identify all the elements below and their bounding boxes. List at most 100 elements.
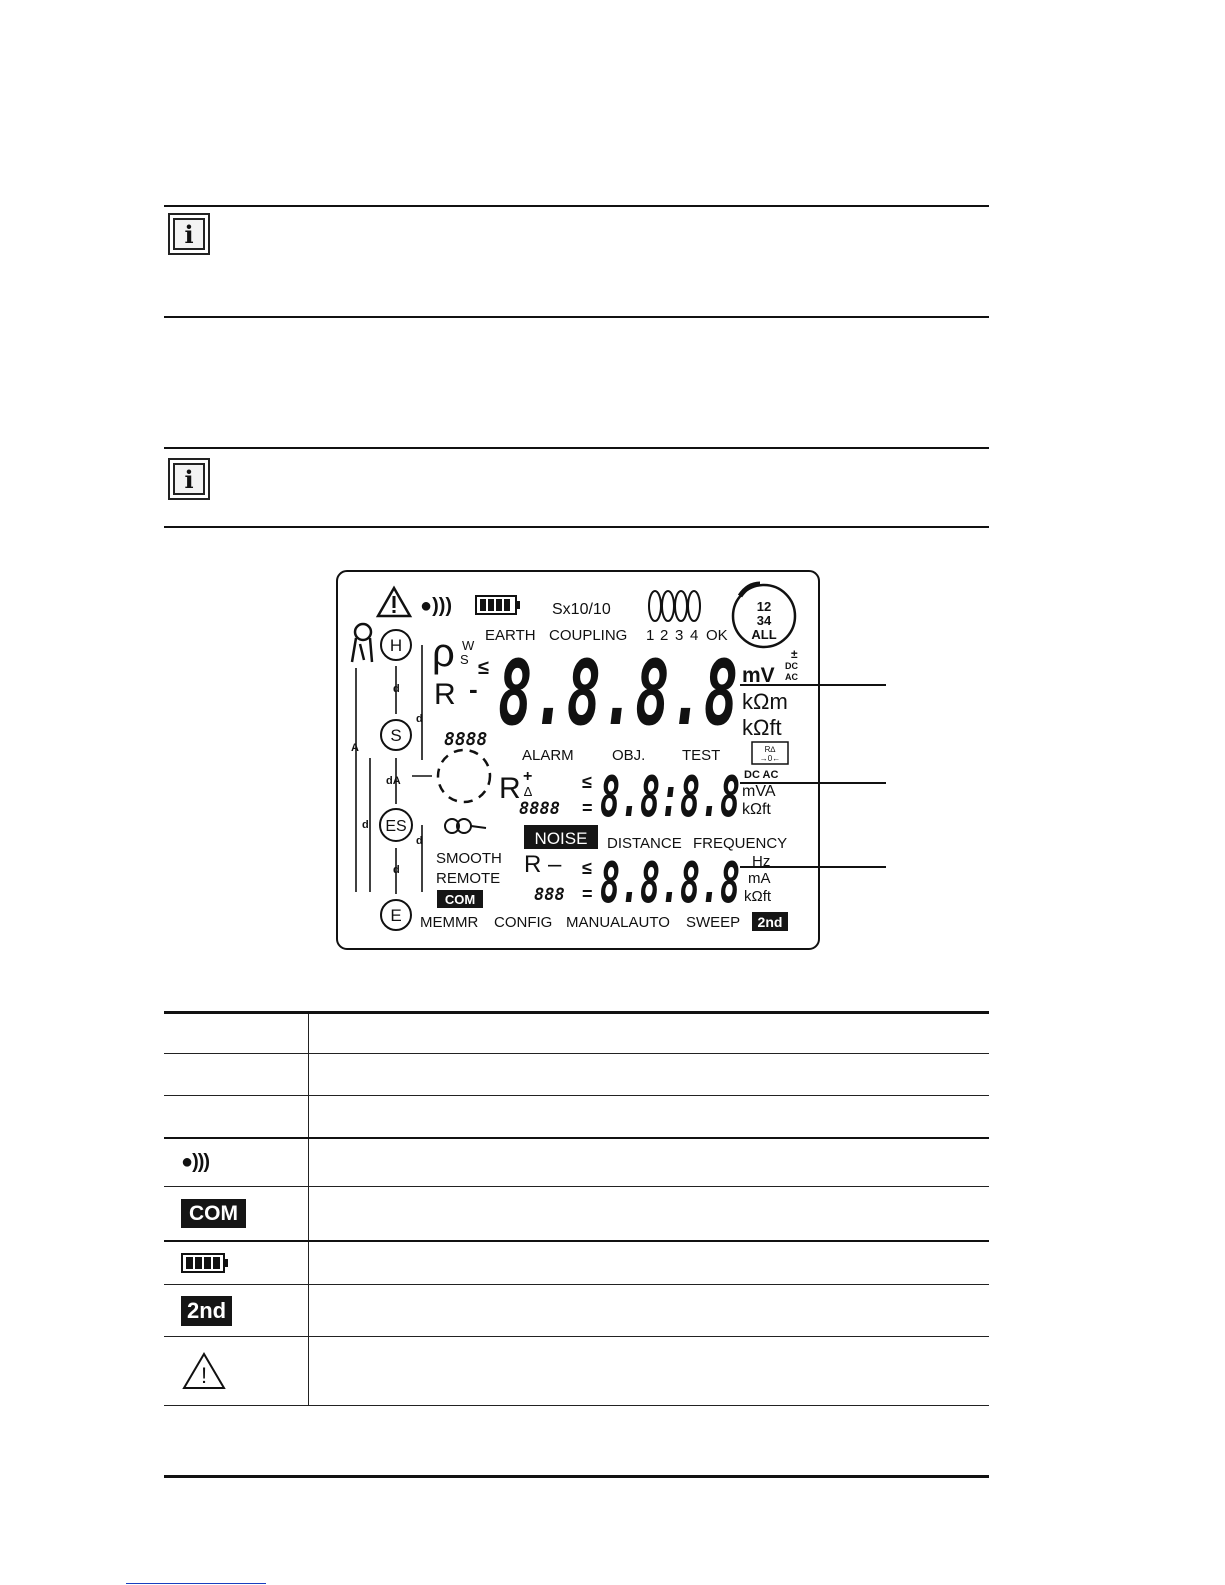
le-symbol-mid: ≤ bbox=[582, 772, 592, 792]
unit-kohm-m: kΩm bbox=[742, 689, 788, 714]
rule-1 bbox=[164, 205, 989, 207]
r-delta-symbol: R bbox=[499, 772, 521, 805]
label-config: CONFIG bbox=[494, 914, 552, 931]
bot-digits: 8.8.8.8 bbox=[600, 851, 740, 916]
second-badge-lcd bbox=[752, 912, 788, 931]
svg-text:H: H bbox=[390, 636, 402, 655]
label-smooth: SMOOTH bbox=[436, 850, 502, 867]
le-symbol: ≤ bbox=[478, 657, 489, 679]
unit-kohm-ft-bot: kΩft bbox=[744, 888, 772, 905]
unit-hz: Hz bbox=[752, 853, 770, 870]
warning-icon bbox=[375, 585, 413, 618]
table-description-cell bbox=[310, 1096, 989, 1137]
rule-bottom bbox=[164, 1475, 989, 1478]
label-4: 4 bbox=[690, 627, 698, 644]
clamp-34: 34 bbox=[757, 613, 772, 628]
info-icon: i bbox=[168, 458, 210, 500]
electrode-h: H bbox=[380, 629, 412, 661]
mid-digits: 8.8:8.8 bbox=[600, 765, 740, 830]
table-description-cell bbox=[310, 1242, 989, 1284]
plus-sign: + bbox=[523, 768, 532, 785]
label-distance: DISTANCE bbox=[607, 835, 682, 852]
table-description-cell bbox=[310, 1014, 989, 1053]
svg-text:ES: ES bbox=[385, 818, 406, 835]
table-icon-cell bbox=[164, 1054, 309, 1095]
table-description-cell bbox=[310, 1337, 989, 1405]
table-row: 2nd bbox=[164, 1284, 989, 1336]
table-row bbox=[164, 1095, 989, 1137]
callout-line-3 bbox=[740, 866, 886, 868]
rule-4 bbox=[164, 526, 989, 528]
dim-label-d: d bbox=[393, 864, 400, 876]
symbols-table: ●))) COM 2nd bbox=[164, 1011, 989, 1406]
label-earth: EARTH bbox=[485, 627, 536, 644]
table-description-cell bbox=[310, 1187, 989, 1240]
unit-ma: mA bbox=[748, 870, 771, 887]
noise-label: NOISE bbox=[535, 829, 588, 848]
label-frequency: FREQUENCY bbox=[693, 835, 787, 852]
table-row bbox=[164, 1011, 989, 1053]
svg-text:S: S bbox=[390, 726, 401, 745]
clamp-all: ALL bbox=[751, 627, 776, 642]
com-badge: COM bbox=[181, 1199, 246, 1228]
sx-label: Sx10/10 bbox=[552, 601, 611, 618]
unit-mv: mV bbox=[742, 664, 775, 687]
footer-link-underline[interactable] bbox=[126, 1583, 266, 1584]
minus-sign: - bbox=[469, 674, 478, 704]
second-function-badge: 2nd bbox=[181, 1295, 233, 1326]
table-description-cell bbox=[310, 1054, 989, 1095]
dim-label-d: d bbox=[416, 835, 423, 847]
delta-sign: ∆ bbox=[524, 784, 532, 799]
rho-sub-s: S bbox=[460, 652, 469, 667]
rule-2 bbox=[164, 316, 989, 318]
table-icon-cell: COM bbox=[164, 1187, 309, 1240]
electrode-e: E bbox=[380, 899, 412, 931]
table-icon-cell: ●))) bbox=[164, 1139, 309, 1186]
unit-mva: mVA bbox=[742, 783, 776, 800]
table-icon-cell bbox=[164, 1014, 309, 1053]
coupling-coils-icon bbox=[648, 590, 701, 622]
small-digits-4: 8888 bbox=[444, 729, 487, 750]
battery-icon bbox=[475, 595, 520, 615]
label-3: 3 bbox=[675, 627, 683, 644]
label-test: TEST bbox=[682, 747, 720, 764]
rho-sub-w: W bbox=[462, 638, 475, 653]
svg-text:R∆: R∆ bbox=[765, 745, 776, 754]
label-2: 2 bbox=[660, 627, 668, 644]
wireless-icon: ●))) bbox=[181, 1151, 210, 1173]
wireless-icon: ●))) bbox=[420, 595, 452, 617]
table-row: ●))) bbox=[164, 1137, 989, 1186]
com-label-lcd: COM bbox=[445, 892, 475, 907]
label-coupling: COUPLING bbox=[549, 627, 627, 644]
equals-mid: = bbox=[582, 798, 593, 818]
label-alarm: ALARM bbox=[522, 747, 574, 764]
label-obj: OBJ. bbox=[612, 747, 645, 764]
clamp-selector-icon: 12 34 ALL bbox=[731, 581, 797, 649]
unit-kohm-ft: kΩft bbox=[742, 715, 782, 740]
electrode-es: ES bbox=[379, 808, 413, 842]
label-ok: OK bbox=[706, 627, 728, 644]
clamp-small-icon bbox=[444, 818, 487, 834]
callout-line-1 bbox=[740, 684, 886, 686]
noise-badge bbox=[524, 825, 598, 849]
info-icon: i bbox=[168, 213, 210, 255]
table-icon-cell bbox=[164, 1096, 309, 1137]
table-row: ! bbox=[164, 1336, 989, 1406]
unit-kohm-ft-mid: kΩft bbox=[742, 801, 771, 818]
unit-ac-small: AC bbox=[785, 672, 798, 682]
dim-label-a: A bbox=[351, 742, 359, 754]
clamp-12: 12 bbox=[757, 599, 771, 614]
cycle-indicator-icon bbox=[436, 748, 492, 804]
small-digits-3: 888 bbox=[534, 885, 565, 905]
label-sweep: SWEEP bbox=[686, 914, 740, 931]
dim-label-d: d bbox=[393, 683, 400, 695]
table-icon-cell: 2nd bbox=[164, 1285, 309, 1336]
label-remote: REMOTE bbox=[436, 870, 500, 887]
svg-text:→0←: →0← bbox=[760, 754, 780, 763]
battery-icon bbox=[181, 1253, 228, 1273]
electrode-s: S bbox=[380, 719, 412, 751]
table-icon-cell bbox=[164, 1242, 309, 1284]
r-symbol: R bbox=[434, 678, 456, 711]
rule-3 bbox=[164, 447, 989, 449]
equals-bot: = bbox=[582, 884, 593, 904]
